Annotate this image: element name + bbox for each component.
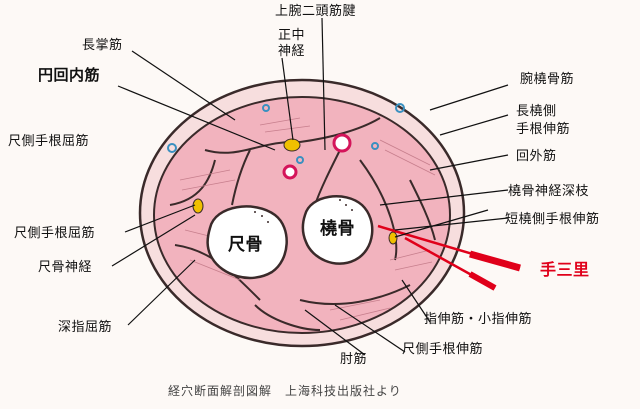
label-ecrl-1: 長橈側 (516, 104, 557, 119)
median-nerve-icon (283, 138, 301, 152)
label-biceps-tendon: 上腕二頭筋腱 (275, 4, 357, 19)
label-pronator-teres: 円回内筋 (38, 66, 101, 84)
ulnar-nerve-icon (192, 198, 204, 214)
label-ecrl-2: 手根伸筋 (516, 122, 571, 137)
label-ecrb: 短橈側手根伸筋 (505, 212, 600, 227)
label-median-nerve-2: 神経 (278, 44, 306, 59)
label-brachioradialis: 腕橈骨筋 (520, 72, 575, 87)
needle-icon (377, 224, 521, 291)
bone-texture (254, 199, 353, 223)
muscle-fibers (179, 117, 436, 321)
artery-icon (332, 133, 352, 153)
label-fdp: 深指屈筋 (58, 320, 113, 335)
label-ulna: 尺骨 (228, 235, 263, 255)
muscle-septa (169, 117, 436, 331)
label-shousanri: 手三里 (540, 260, 590, 279)
artery-icon-2 (282, 164, 298, 180)
label-fcu-top: 尺側手根屈筋 (8, 134, 90, 149)
label-palmaris-longus: 長掌筋 (82, 38, 123, 53)
ulna-bone (206, 205, 288, 280)
radius-bone (301, 195, 374, 265)
label-median-nerve-1: 正中 (278, 28, 306, 43)
fascia-outline (153, 96, 451, 334)
label-fcu-left: 尺側手根屈筋 (14, 226, 96, 241)
label-ext-digitorum: 指伸筋・小指伸筋 (424, 312, 533, 327)
label-radial-deep: 橈骨神経深枝 (508, 184, 590, 199)
label-supinator: 回外筋 (516, 149, 557, 164)
label-anconeus: 肘筋 (340, 352, 368, 367)
superficial-veins (167, 103, 405, 164)
leader-lines (111, 17, 509, 356)
label-radius: 橈骨 (320, 219, 355, 239)
label-ecu: 尺側手根伸筋 (402, 342, 484, 357)
label-ulnar-nerve: 尺骨神経 (38, 260, 93, 275)
figure-caption: 経穴断面解剖図解 上海科技出版社より (168, 384, 402, 398)
radial-nerve-icon (388, 231, 398, 245)
